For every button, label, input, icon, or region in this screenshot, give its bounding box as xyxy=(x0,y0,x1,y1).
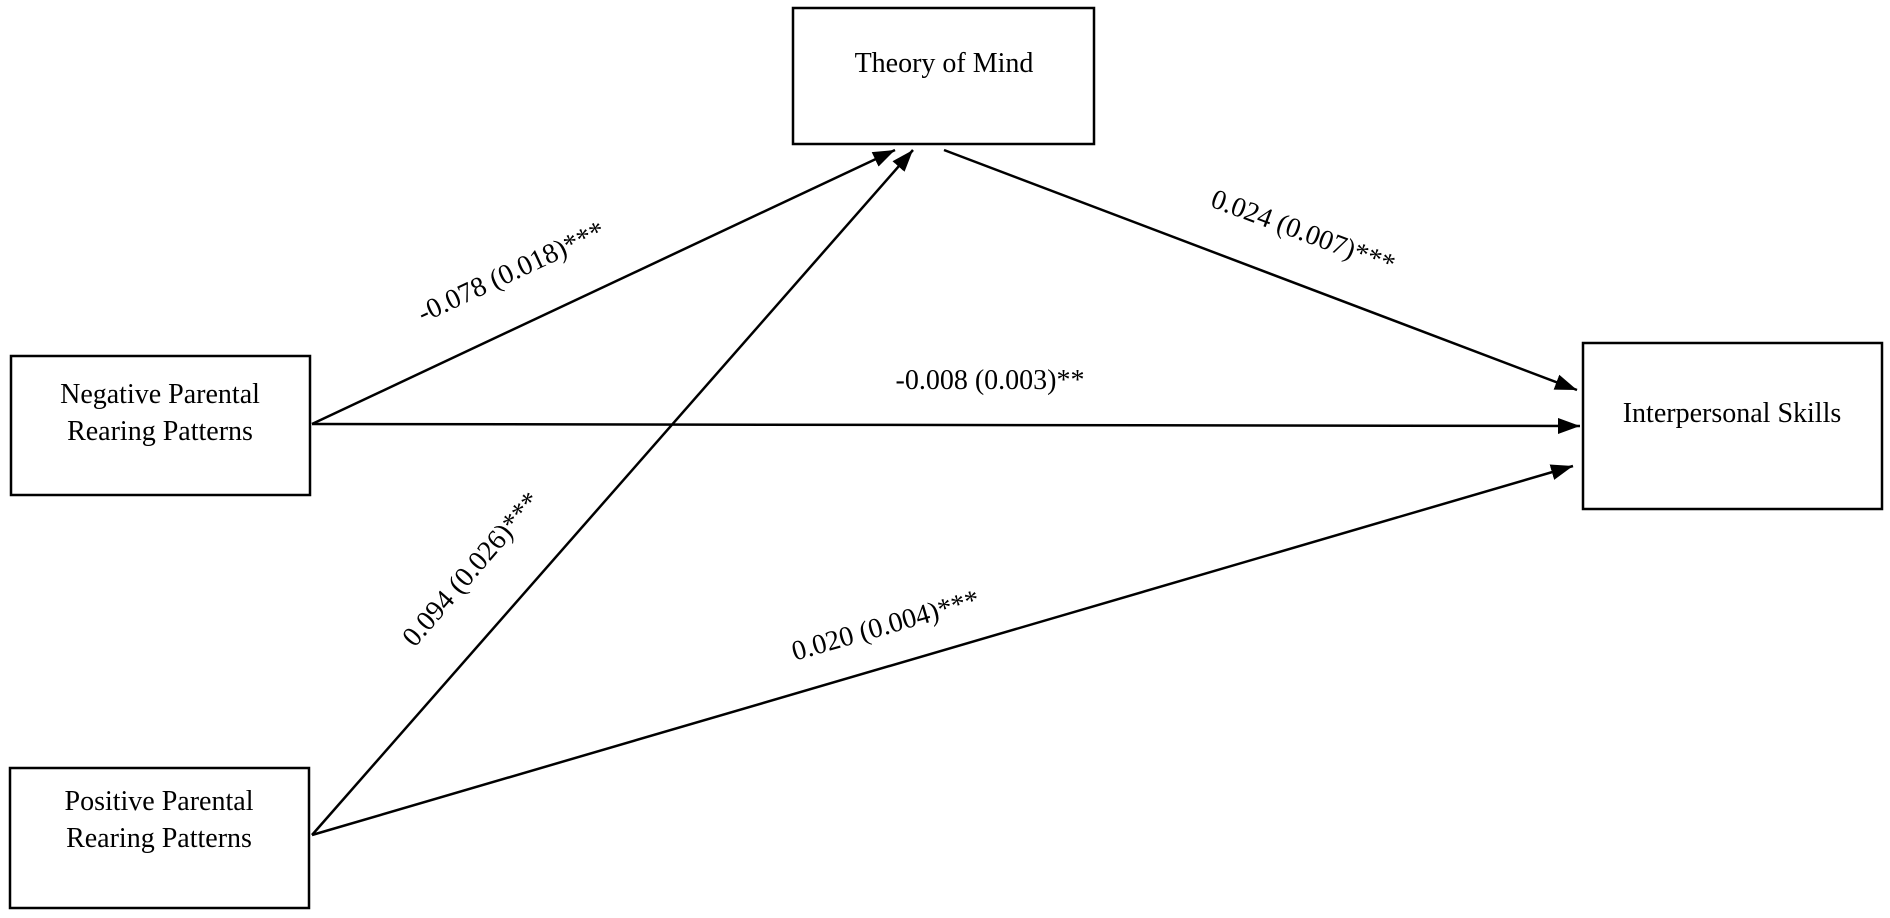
edge-negative-to-interpersonal-skills xyxy=(311,417,1581,434)
node-box xyxy=(8,766,311,910)
node-label-line: Theory of Mind xyxy=(855,48,1034,79)
edge-positive-to-interpersonal-skills xyxy=(311,464,1574,837)
label-negative-to-interpersonal-skills: -0.008 (0.003)** xyxy=(896,365,1085,396)
node-label-line: Positive Parental xyxy=(65,786,254,817)
label-theory-of-mind-to-interpersonal-skills: 0.024 (0.007)*** xyxy=(1207,184,1399,281)
edge-theory-of-mind-to-interpersonal-skills xyxy=(943,148,1578,392)
node-box xyxy=(791,6,1096,146)
node-label-line: Rearing Patterns xyxy=(67,416,253,447)
node-box xyxy=(1581,341,1884,511)
edge-positive-to-theory-of-mind xyxy=(311,149,914,836)
node-interpersonal-skills: Interpersonal Skills xyxy=(1581,341,1884,511)
node-label-line: Interpersonal Skills xyxy=(1623,398,1842,429)
node-negative-parental-rearing-patterns: Negative Parental Rearing Patterns xyxy=(9,354,312,497)
edge-negative-to-theory-of-mind xyxy=(311,148,896,426)
node-theory-of-mind: Theory of Mind xyxy=(791,6,1096,146)
edges xyxy=(311,148,1581,837)
node-box xyxy=(9,354,312,497)
node-positive-parental-rearing-patterns: Positive Parental Rearing Patterns xyxy=(8,766,311,910)
node-label-line: Negative Parental xyxy=(60,379,260,410)
label-positive-to-theory-of-mind: 0.094 (0.026)*** xyxy=(396,486,546,652)
node-label-line: Rearing Patterns xyxy=(66,823,252,854)
label-positive-to-interpersonal-skills: 0.020 (0.004)*** xyxy=(788,584,983,667)
label-negative-to-theory-of-mind: -0.078 (0.018)*** xyxy=(413,215,610,329)
